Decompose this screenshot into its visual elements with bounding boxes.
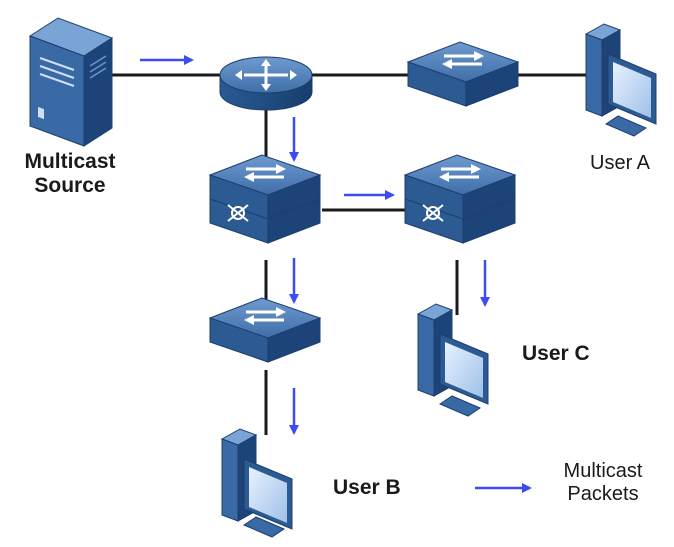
user-b-label: User B (333, 476, 401, 499)
server-icon (28, 17, 114, 147)
legend-label: Multicast Packets (548, 460, 658, 506)
switch-icon (208, 296, 322, 364)
switch-icon (406, 40, 520, 108)
router-icon (219, 56, 313, 111)
multicast-source-label: Multicast Source (10, 150, 130, 198)
pc-icon (416, 303, 489, 417)
multicast-source-label-line1: Multicast (24, 150, 116, 173)
layer3-switch-icon (208, 153, 322, 244)
user-a-label: User A (590, 152, 651, 174)
legend-label-line1: Multicast (563, 460, 643, 482)
links (110, 73, 590, 435)
user-c-label: User C (522, 342, 590, 365)
packet-arrows (140, 55, 532, 493)
pc-icon (220, 428, 293, 538)
pc-icon (584, 23, 657, 137)
layer3-switch-icon (403, 153, 517, 244)
multicast-source-label-line2: Source (34, 174, 106, 197)
legend-label-line2: Packets (567, 483, 639, 505)
